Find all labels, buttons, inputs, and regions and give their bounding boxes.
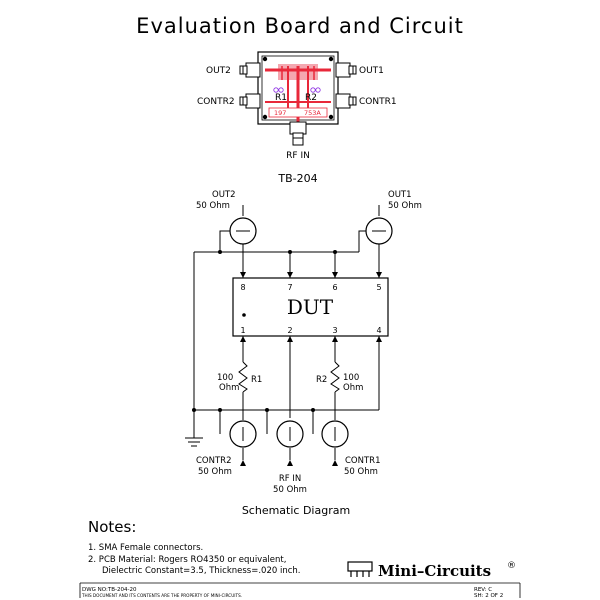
board-model-label: TB-204 xyxy=(277,172,317,185)
notes-heading: Notes: xyxy=(88,518,136,536)
board-marking-right: 753A xyxy=(304,109,321,117)
connector-contr1-impedance: 50 Ohm xyxy=(344,467,378,477)
sma-connector-rf-in xyxy=(276,420,304,448)
brand-logo: Mini–Circuits ® xyxy=(347,561,516,580)
board-r1-label: R1 xyxy=(275,93,287,103)
note-item-2: 2. PCB Material: Rogers RO4350 or equiva… xyxy=(88,555,286,565)
note-item-1: 1. SMA Female connectors. xyxy=(88,543,203,553)
r2-unit: Ohm xyxy=(343,383,363,393)
pin-5: 5 xyxy=(376,283,381,292)
board-connector-contr2 xyxy=(239,93,261,109)
pin-3: 3 xyxy=(332,326,337,335)
schematic-diagram: DUT 8 7 6 5 1 2 3 4 xyxy=(185,190,422,517)
board-connector-out2 xyxy=(239,62,261,78)
board-marking-left: 197 xyxy=(274,109,286,117)
pin-4: 4 xyxy=(376,326,381,335)
pin-8: 8 xyxy=(240,283,245,292)
board-label-contr2: CONTR2 xyxy=(197,97,235,107)
pin-1: 1 xyxy=(240,326,245,335)
sma-connector-contr2 xyxy=(229,420,257,448)
board-label-out2: OUT2 xyxy=(206,66,231,76)
sma-connector-contr1 xyxy=(321,420,349,448)
r2-value: 100 xyxy=(343,373,359,383)
r1-name: R1 xyxy=(251,375,262,385)
board-connector-out1 xyxy=(335,62,357,78)
sma-connector-out2 xyxy=(229,217,257,245)
r1-value: 100 xyxy=(217,373,233,383)
page-title: Evaluation Board and Circuit xyxy=(136,14,464,38)
revision: REV: C xyxy=(474,587,492,593)
pin-7: 7 xyxy=(287,283,292,292)
connector-rf-in-impedance: 50 Ohm xyxy=(273,485,307,495)
r2-name: R2 xyxy=(316,375,327,385)
ground-symbol xyxy=(185,437,203,447)
connector-out1-impedance: 50 Ohm xyxy=(388,201,422,211)
dwg-number: DWG NO:TB-204-20 xyxy=(82,587,137,593)
title-block-footer: DWG NO:TB-204-20 THIS DOCUMENT AND ITS C… xyxy=(79,582,521,599)
bottom-wiring xyxy=(193,336,380,460)
board-label-rf-in: RF IN xyxy=(286,151,310,161)
board-connector-contr1 xyxy=(335,93,357,109)
note-item-2-cont: Dielectric Constant=3.5, Thickness=.020 … xyxy=(102,566,301,576)
pin-6: 6 xyxy=(332,283,337,292)
brand-name: Mini–Circuits xyxy=(378,562,491,580)
sheet-number: SH: 2 OF 2 xyxy=(474,593,503,599)
connector-out1-name: OUT1 xyxy=(388,190,412,200)
resistor-r1 xyxy=(238,361,248,393)
evaluation-board-drawing: R1 R2 197 753A xyxy=(197,51,397,185)
connector-contr2-impedance: 50 Ohm xyxy=(198,467,232,477)
notes-section: Notes: 1. SMA Female connectors. 2. PCB … xyxy=(88,518,301,576)
r1-unit: Ohm xyxy=(219,383,239,393)
sma-connector-out1 xyxy=(365,217,393,245)
property-notice: THIS DOCUMENT AND ITS CONTENTS ARE THE P… xyxy=(81,593,242,598)
connector-out2-name: OUT2 xyxy=(212,190,236,200)
board-label-out1: OUT1 xyxy=(359,66,384,76)
connector-contr1-name: CONTR1 xyxy=(345,456,381,466)
connector-out2-impedance: 50 Ohm xyxy=(196,201,230,211)
board-label-contr1: CONTR1 xyxy=(359,97,397,107)
dut-block xyxy=(232,277,389,337)
board-r2-label: R2 xyxy=(305,93,317,103)
connector-rf-in-name: RF IN xyxy=(279,474,301,484)
connector-contr2-name: CONTR2 xyxy=(196,456,232,466)
board-connector-rf-in xyxy=(289,121,307,146)
brand-registered-mark: ® xyxy=(507,561,516,571)
pin-2: 2 xyxy=(287,326,292,335)
dut-label: DUT xyxy=(287,295,334,319)
resistor-r2 xyxy=(330,361,340,393)
schematic-caption: Schematic Diagram xyxy=(242,504,350,517)
